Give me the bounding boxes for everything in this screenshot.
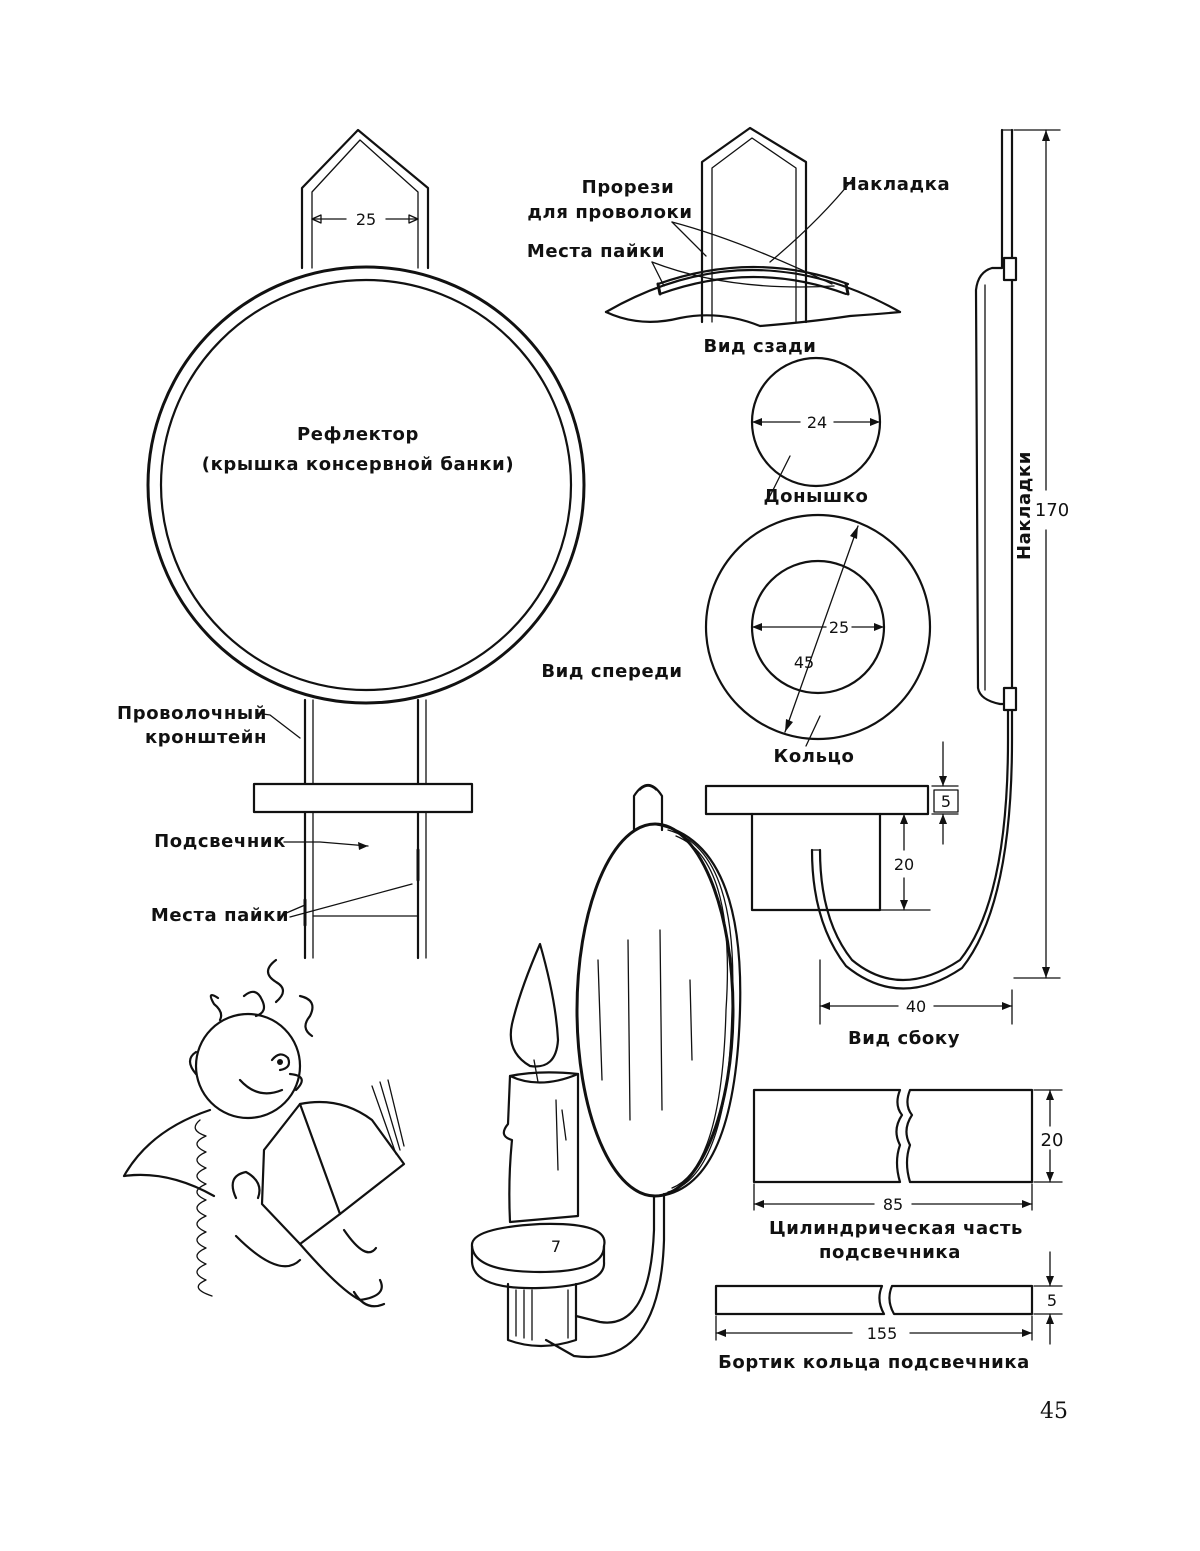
candle-mark: 7 <box>551 1237 561 1256</box>
rear-overlay-strip <box>656 265 850 286</box>
candle-base <box>506 1282 578 1348</box>
character-head <box>194 1012 302 1120</box>
side-rim-height: 5 <box>941 792 951 811</box>
side-overlays-label: Накладки <box>1014 451 1035 560</box>
page-number: 45 <box>1040 1399 1068 1424</box>
side-plate <box>818 128 1010 982</box>
side-view-title: Вид сбоку <box>848 1028 960 1049</box>
rear-slots-label-2: для проволоки <box>527 202 692 223</box>
ring: 25 45 Кольцо <box>704 513 932 767</box>
ring-rim-length: 155 <box>867 1324 898 1343</box>
candleholder-plate <box>252 782 474 814</box>
ring-rim-strip <box>714 1284 886 1316</box>
ring-rim-height: 5 <box>1047 1291 1057 1310</box>
assembled-sconce: 7 <box>470 783 742 1359</box>
bottom-disc-label: Донышко <box>763 486 868 507</box>
side-cylinder-height: 20 <box>894 855 914 874</box>
front-view: 25 Рефлектор (крышка консервной банки) В… <box>117 128 682 960</box>
side-height: 170 <box>1035 500 1069 521</box>
bracket-label-1: Проволочный <box>117 703 267 724</box>
bracket-label-2: кронштейн <box>145 727 267 748</box>
candle-flame <box>509 942 560 1068</box>
rear-slots-label-1: Прорези <box>582 177 675 198</box>
front-view-title: Вид спереди <box>541 661 682 682</box>
front-wire-width: 25 <box>356 210 376 229</box>
cylinder-part: 20 85 Цилиндрическая часть подсвечника <box>752 1088 1064 1263</box>
ring-outer-diameter: 45 <box>794 653 814 672</box>
ring-outer <box>704 513 932 741</box>
candleholder-label: Подсвечник <box>154 831 286 852</box>
assembled-reflector <box>575 822 735 1198</box>
reflector-label-2: (крышка консервной банки) <box>202 454 514 475</box>
rear-solder-label: Места пайки <box>527 241 665 262</box>
rear-view-title: Вид сзади <box>704 336 817 357</box>
candle-ring <box>470 1222 606 1274</box>
cylinder-label-2: подсвечника <box>819 1242 961 1263</box>
reflector-label-1: Рефлектор <box>297 424 419 445</box>
cylinder-height: 20 <box>1041 1130 1064 1151</box>
reading-character-illustration <box>122 958 406 1308</box>
ring-inner-diameter: 25 <box>829 618 849 637</box>
ring-rim: 5 155 Бортик кольца подсвечника <box>714 1251 1063 1373</box>
cylinder-label-1: Цилиндрическая часть <box>769 1218 1023 1239</box>
side-depth: 40 <box>906 997 926 1016</box>
front-solder-label: Места пайки <box>151 905 289 926</box>
candle <box>502 1071 580 1224</box>
rear-overlay-label: Накладка <box>842 174 950 195</box>
reflector-disc <box>146 265 586 705</box>
rear-reflector-edge <box>604 268 902 314</box>
wire-hanger-top <box>300 128 430 270</box>
rear-wire-hanger <box>700 126 808 324</box>
cylinder-strip <box>752 1088 904 1184</box>
bottom-disc-diameter: 24 <box>807 413 827 432</box>
bottom-disc: 24 Донышко <box>750 356 882 507</box>
cylinder-length: 85 <box>883 1195 903 1214</box>
character-book <box>260 1100 406 1246</box>
side-view: Накладки 170 5 20 40 В <box>704 128 1069 1049</box>
ring-rim-label: Бортик кольца подсвечника <box>718 1352 1030 1373</box>
side-candleholder-plate <box>704 784 930 816</box>
ring-label: Кольцо <box>774 746 855 767</box>
rear-view: Прорези для проволоки Накладка Места пай… <box>527 126 950 357</box>
